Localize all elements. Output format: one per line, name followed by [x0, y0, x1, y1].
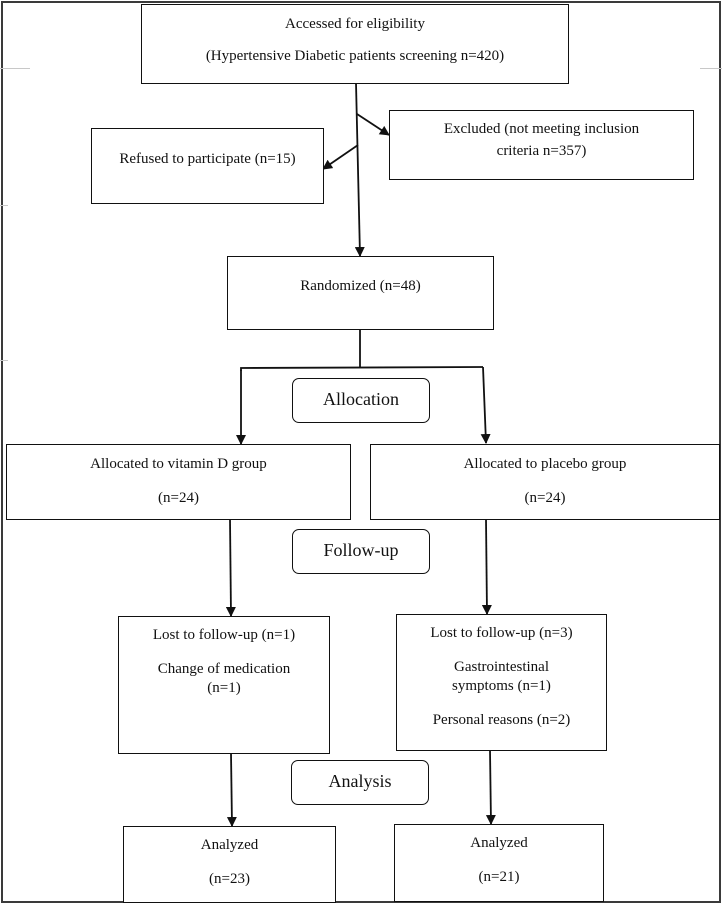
- arrow-vitd-to-analyzed: [226, 752, 237, 827]
- vitamin-d-lost-box: Lost to follow-up (n=1) Change of medica…: [118, 616, 330, 754]
- vitamin-d-group-title: Allocated to vitamin D group: [90, 456, 267, 472]
- vitamin-d-lost-reason: Change of medication: [157, 660, 291, 677]
- vitamin-d-analyzed-count: (n=23): [209, 870, 250, 887]
- background-rule: [0, 360, 8, 361]
- placebo-group-count: (n=24): [524, 489, 566, 506]
- allocation-phase-label: Allocation: [292, 378, 430, 423]
- screening-count: (Hypertensive Diabetic patients screenin…: [205, 47, 505, 64]
- excluded-box: Excluded (not meeting inclusion criteria…: [389, 110, 694, 180]
- randomized-box: Randomized (n=48): [227, 256, 494, 330]
- background-rule: [0, 68, 30, 69]
- analysis-phase-label: Analysis: [291, 760, 429, 805]
- placebo-lost-reason2: Personal reasons (n=2): [432, 711, 571, 728]
- arrow-to-excluded: [356, 113, 390, 136]
- background-rule: [700, 68, 722, 69]
- analysis-text: Analysis: [328, 771, 392, 791]
- arrow-to-placebo: [480, 366, 491, 444]
- vitamin-d-group-count: (n=24): [158, 489, 199, 506]
- placebo-lost-reason1: Gastrointestinal: [454, 658, 549, 675]
- randomized-text: Randomized (n=48): [300, 278, 421, 294]
- vitamin-d-group-box: Allocated to vitamin D group (n=24): [6, 444, 351, 520]
- arrow-to-refused: [322, 144, 359, 170]
- placebo-group-title: Allocated to placebo group: [463, 456, 627, 472]
- connector-split: [240, 366, 484, 371]
- followup-phase-label: Follow-up: [292, 529, 430, 574]
- placebo-lost-title: Lost to follow-up (n=3): [430, 625, 573, 641]
- vitamin-d-lost-title: Lost to follow-up (n=1): [152, 627, 296, 643]
- placebo-group-box: Allocated to placebo group (n=24): [370, 444, 720, 520]
- placebo-analyzed-title: Analyzed: [470, 835, 528, 851]
- excluded-line1: Excluded (not meeting inclusion: [443, 121, 640, 137]
- arrow-vitd-to-lost: [225, 518, 236, 617]
- placebo-lost-reason1-count: symptoms (n=1): [452, 678, 551, 694]
- background-rule: [0, 205, 8, 206]
- allocation-text: Allocation: [323, 389, 399, 409]
- arrow-placebo-to-lost: [481, 518, 492, 615]
- refused-box: Refused to participate (n=15): [91, 128, 324, 204]
- placebo-lost-box: Lost to follow-up (n=3) Gastrointestinal…: [396, 614, 607, 751]
- arrow-screening-to-randomized: [354, 82, 365, 257]
- arrow-placebo-to-analyzed: [485, 749, 496, 825]
- placebo-analyzed-count: (n=21): [478, 868, 520, 885]
- vitamin-d-analyzed-title: Analyzed: [200, 837, 259, 853]
- screening-box: Accessed for eligibility (Hypertensive D…: [141, 4, 569, 84]
- vitamin-d-lost-reason-count: (n=1): [207, 680, 241, 696]
- excluded-line2: criteria n=357): [496, 142, 587, 159]
- vitamin-d-analyzed-box: Analyzed (n=23): [123, 826, 336, 903]
- placebo-analyzed-box: Analyzed (n=21): [394, 824, 604, 902]
- screening-title: Accessed for eligibility: [285, 16, 425, 32]
- refused-text: Refused to participate (n=15): [119, 151, 296, 167]
- followup-text: Follow-up: [323, 540, 399, 560]
